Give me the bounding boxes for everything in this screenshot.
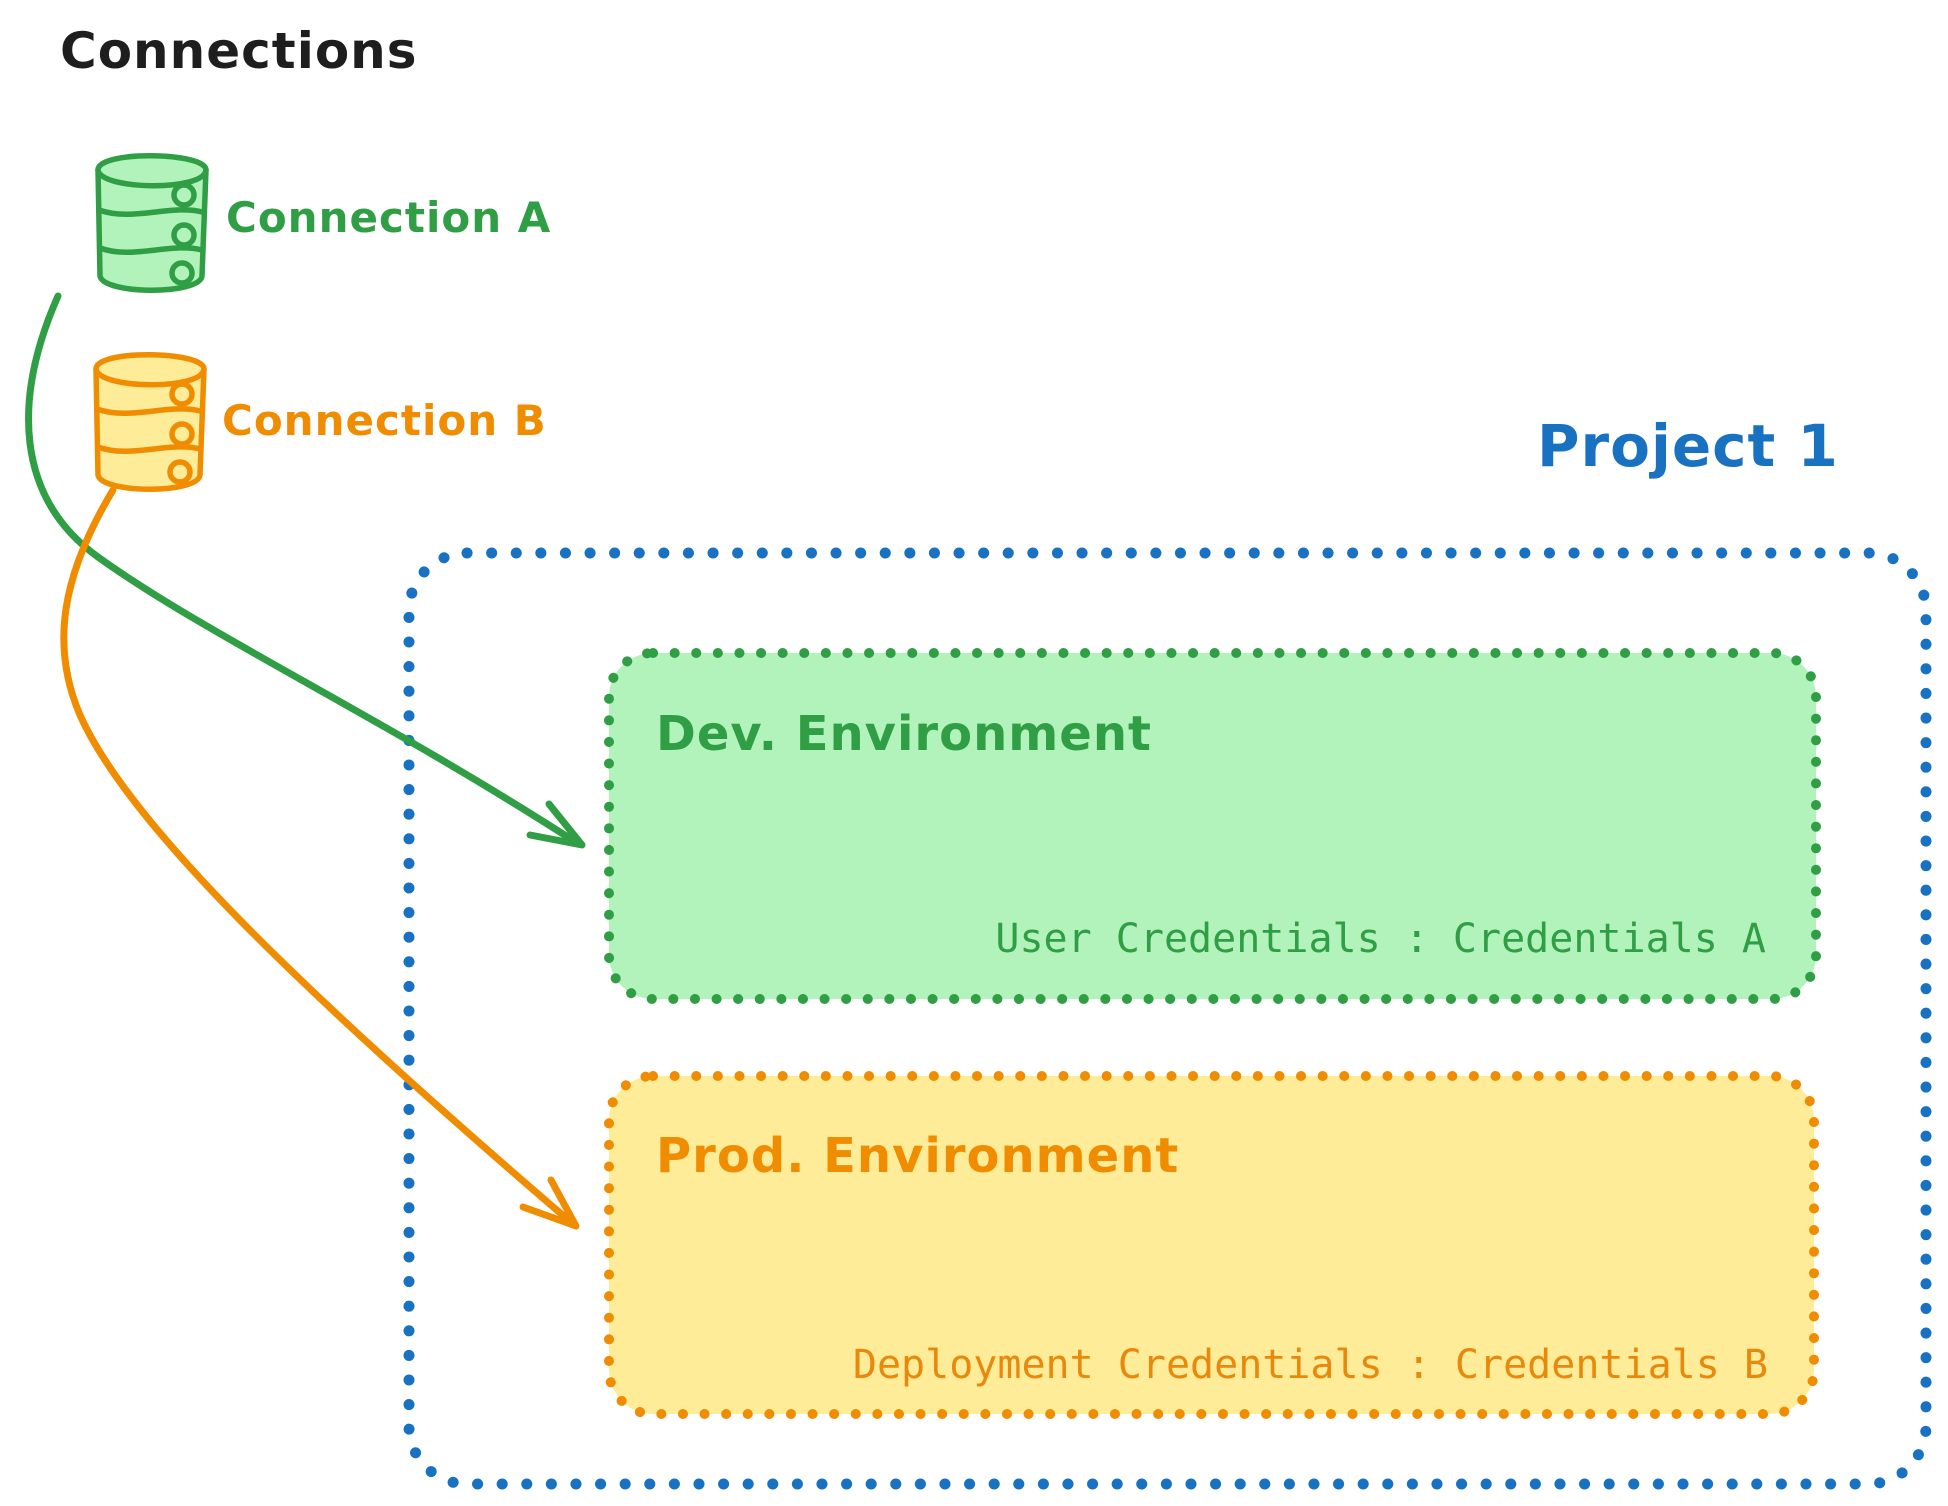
dev-environment-title: Dev. Environment bbox=[656, 706, 1152, 762]
database-icon bbox=[95, 153, 209, 293]
dev-environment-credentials: User Credentials : Credentials A bbox=[995, 916, 1766, 962]
prod-environment-box bbox=[604, 1071, 1819, 1419]
connection-b-arrow bbox=[60, 486, 580, 1230]
project-box bbox=[403, 547, 1932, 1490]
connection-a-arrow bbox=[25, 292, 586, 849]
connection-b-label: Connection B bbox=[222, 396, 547, 445]
arrowhead-icon bbox=[519, 1176, 580, 1230]
database-icon bbox=[93, 352, 207, 492]
arrowhead-icon bbox=[526, 800, 586, 849]
project-title: Project 1 bbox=[1537, 412, 1839, 480]
prod-environment-credentials: Deployment Credentials : Credentials B bbox=[852, 1342, 1768, 1388]
connection-a-label: Connection A bbox=[226, 193, 552, 242]
prod-environment-title: Prod. Environment bbox=[656, 1128, 1180, 1184]
dev-environment-box bbox=[604, 648, 1821, 1004]
diagram-title: Connections bbox=[60, 22, 418, 80]
